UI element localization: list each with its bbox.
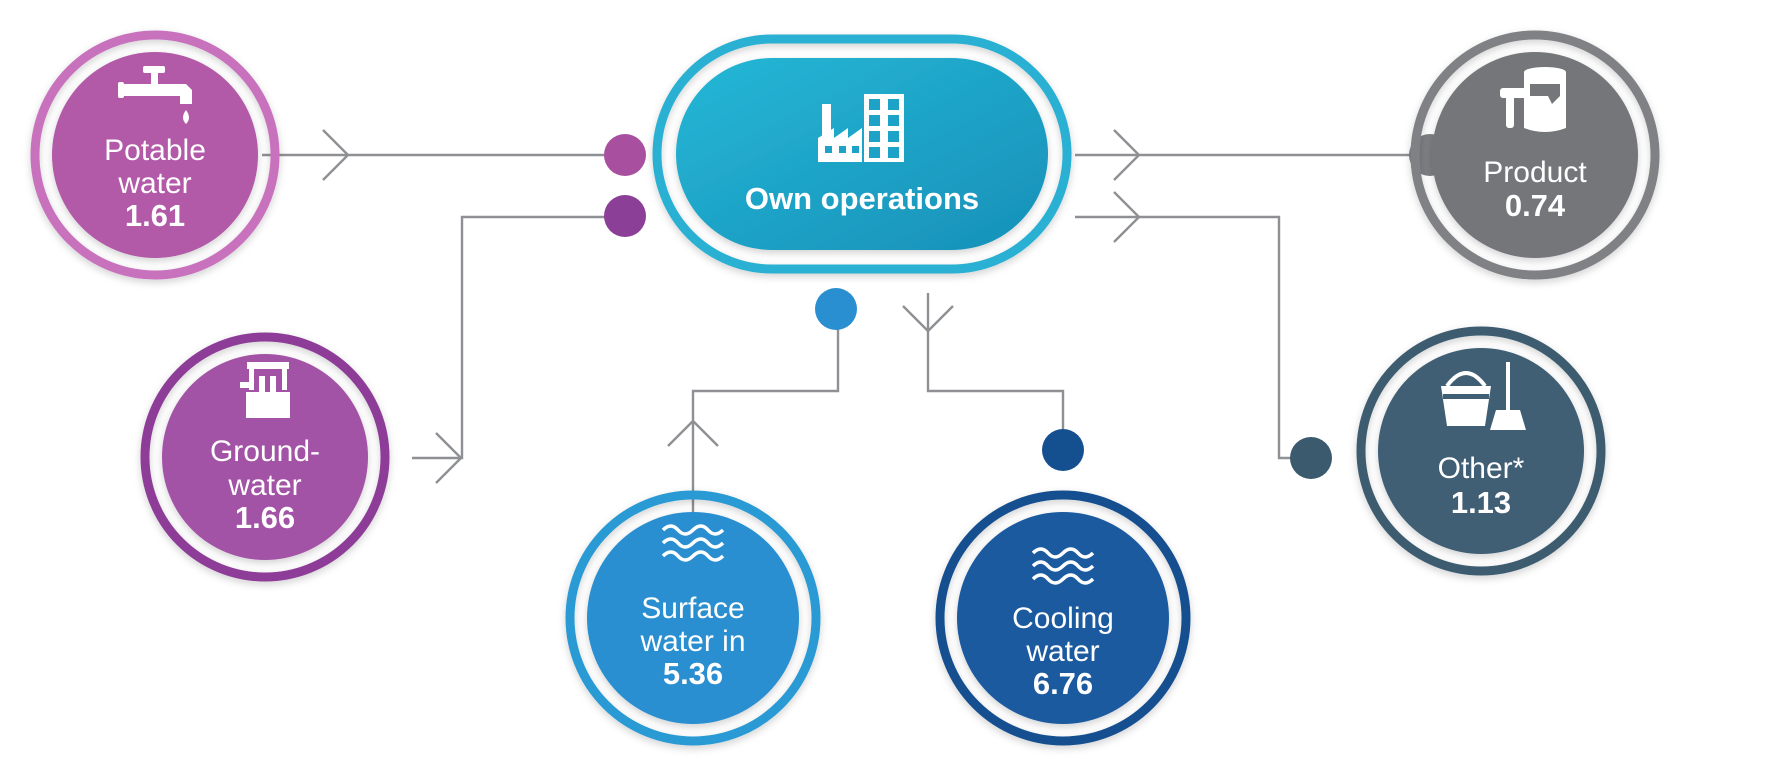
arrow-product-out bbox=[1113, 129, 1141, 181]
arrow-surface-in bbox=[667, 419, 719, 447]
surface-water-value: 5.36 bbox=[663, 656, 723, 691]
paint-bucket-icon bbox=[1500, 67, 1566, 132]
dot-other bbox=[1290, 437, 1332, 479]
waves-icon bbox=[1031, 547, 1095, 585]
other-node bbox=[1356, 326, 1606, 576]
arrow-other-out bbox=[1113, 191, 1141, 243]
groundwater-node bbox=[140, 332, 390, 582]
dot-surface bbox=[815, 288, 857, 330]
waves-icon bbox=[661, 524, 725, 562]
cooling-water-name-line2: water bbox=[1025, 635, 1099, 668]
product-node bbox=[1410, 30, 1660, 280]
surface-water-name-line2: water in bbox=[639, 625, 745, 658]
other-name: Other* bbox=[1438, 452, 1525, 485]
groundwater-value: 1.66 bbox=[235, 500, 295, 535]
connector-surface-to-operations bbox=[691, 310, 840, 512]
surface-water-node bbox=[565, 490, 821, 746]
dot-cooling bbox=[1042, 429, 1084, 471]
connector-groundwater-to-operations bbox=[412, 215, 605, 460]
dot-groundwater bbox=[604, 195, 646, 237]
connectors bbox=[262, 129, 1430, 512]
cooling-water-value: 6.76 bbox=[1033, 666, 1093, 701]
arrow-groundwater-in bbox=[435, 432, 463, 484]
connector-operations-to-cooling bbox=[926, 293, 1065, 430]
own-operations-outer-ring bbox=[652, 34, 1072, 274]
potable-water-name-line1: Potable bbox=[104, 134, 206, 167]
cooling-water-node bbox=[935, 490, 1191, 746]
potable-water-value: 1.61 bbox=[125, 198, 185, 233]
factory-icon bbox=[818, 94, 904, 162]
product-value: 0.74 bbox=[1505, 188, 1566, 223]
connector-operations-to-other bbox=[1075, 215, 1311, 460]
tap-icon bbox=[118, 66, 192, 124]
groundwater-name-line1: Ground- bbox=[210, 435, 320, 468]
cleaning-bucket-icon bbox=[1441, 362, 1526, 430]
other-value: 1.13 bbox=[1451, 485, 1511, 520]
surface-water-name-line1: Surface bbox=[641, 592, 744, 625]
dot-potable bbox=[604, 134, 646, 176]
arrow-potable-in bbox=[322, 129, 350, 181]
potable-water-node bbox=[30, 30, 280, 280]
potable-water-name-line2: water bbox=[117, 167, 191, 200]
cooling-water-name-line1: Cooling bbox=[1012, 602, 1114, 635]
product-name: Product bbox=[1483, 156, 1587, 189]
arrow-cooling-out bbox=[902, 305, 954, 333]
groundwater-name-line2: water bbox=[227, 469, 301, 502]
well-icon bbox=[240, 362, 290, 418]
own-operations-label: Own operations bbox=[745, 181, 979, 216]
